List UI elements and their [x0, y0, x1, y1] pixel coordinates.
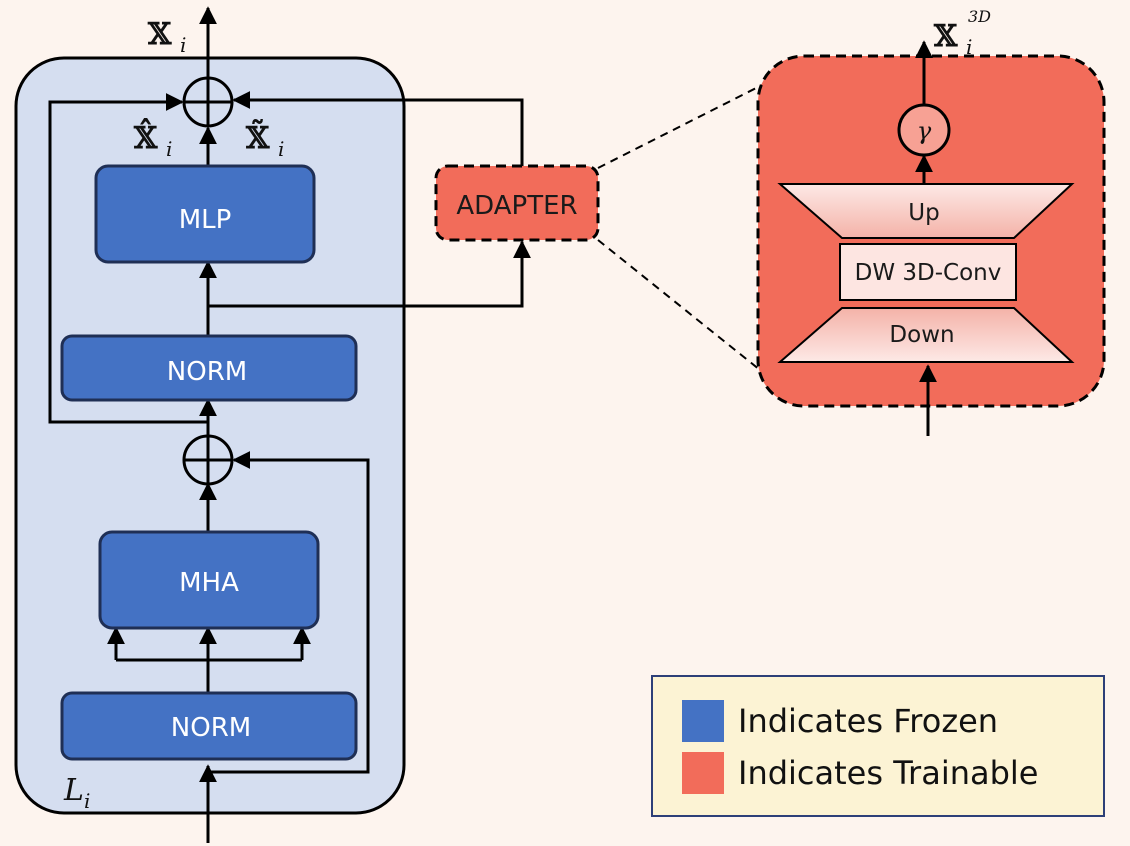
legend-frozen-label: Indicates Frozen [738, 702, 998, 740]
lower-sum-node [182, 434, 234, 486]
adapter-output-symbol-sup: 3D [968, 7, 991, 26]
norm-bottom-block: NORM [60, 691, 358, 761]
down-label: Down [889, 322, 954, 348]
mlp-block: MLP [94, 164, 316, 264]
mha-block: MHA [98, 530, 320, 630]
hat-symbol: 𝕏̂ i [133, 118, 172, 161]
hat-symbol-sub: i [166, 137, 172, 161]
tilde-symbol: 𝕏̃ i [245, 119, 284, 161]
norm-top-label: NORM [167, 357, 247, 387]
tilde-symbol-sub: i [278, 137, 284, 161]
adapter-output-symbol-sub: i [966, 35, 972, 59]
mha-label: MHA [179, 568, 239, 598]
legend-frozen-swatch [682, 700, 724, 742]
norm-top-block: NORM [60, 334, 358, 402]
top-sum-node [182, 76, 234, 128]
norm-to-adapter-wire [208, 240, 531, 308]
adapter-detail-panel: Down DW 3D-Conv Up γ [756, 40, 1106, 436]
zoom-line-bottom [597, 239, 771, 379]
mlp-residual-wire [48, 93, 208, 424]
up-projection-shape [777, 183, 1075, 239]
zoom-line-top [597, 79, 773, 169]
mha-residual-wire [208, 451, 370, 774]
adapter-output-symbol: 𝕏 i 3D [933, 7, 991, 59]
layer-symbol-sub: i [84, 789, 90, 813]
hat-symbol-base: 𝕏̂ [133, 118, 158, 156]
gamma-label: γ [917, 117, 932, 145]
legend: Indicates Frozen Indicates Trainable [651, 675, 1105, 817]
down-projection-shape [777, 307, 1075, 363]
output-symbol-base: 𝕏 [147, 17, 172, 52]
adapter-label: ADAPTER [456, 191, 577, 221]
adapter-block: ADAPTER [434, 164, 600, 242]
legend-trainable-label: Indicates Trainable [738, 754, 1038, 792]
mlp-label: MLP [179, 205, 232, 235]
dw-3d-conv-label: DW 3D-Conv [855, 260, 1002, 286]
dw-3d-conv-box [839, 243, 1017, 301]
adapter-output-symbol-base: 𝕏 [933, 19, 958, 54]
layer-symbol-base: L [63, 773, 84, 808]
adapter-to-sum-wire [232, 91, 524, 166]
tilde-symbol-base: 𝕏̃ [245, 119, 270, 156]
norm-bottom-label: NORM [171, 713, 251, 743]
output-symbol-sub: i [180, 33, 186, 57]
up-label: Up [908, 200, 939, 226]
legend-trainable-swatch [682, 752, 724, 794]
layer-symbol: L i [63, 773, 90, 813]
output-symbol: 𝕏 i [147, 17, 186, 57]
